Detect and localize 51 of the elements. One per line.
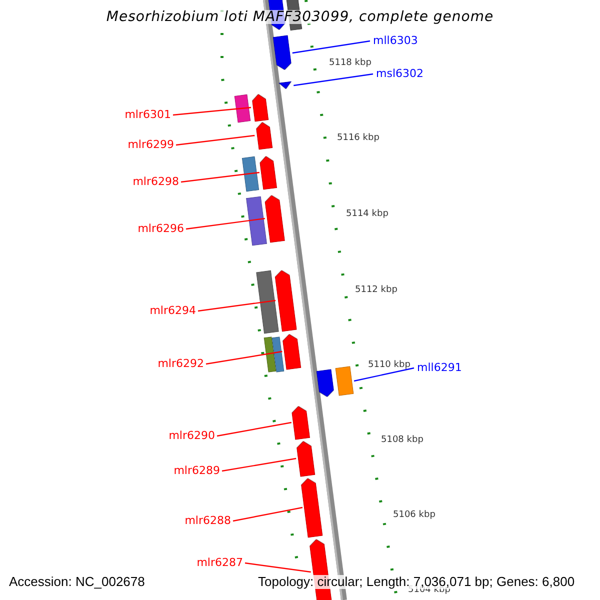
leader-line <box>198 300 276 312</box>
leader-line <box>180 172 260 183</box>
gene-label: msl6302 <box>376 67 424 81</box>
gene-bar <box>242 156 260 192</box>
gene-bar <box>254 121 272 150</box>
gene-label: mlr6289 <box>174 464 220 478</box>
gene-bar <box>278 81 292 90</box>
leader-line <box>294 73 374 86</box>
gene-bar <box>234 94 250 123</box>
gene-label: mlr6301 <box>124 108 171 122</box>
gene-bar <box>259 155 278 190</box>
scale-tick-label: 5106 kbp <box>393 509 436 522</box>
gene-label: mlr6290 <box>168 429 215 443</box>
gene-bar <box>335 366 354 396</box>
gene-bar <box>264 194 285 243</box>
gene-label: mll6291 <box>417 361 462 375</box>
gene-bar <box>251 93 269 122</box>
leader-line <box>354 367 414 382</box>
scale-tick-label: 5118 kbp <box>329 57 372 70</box>
gene-bar <box>296 440 316 477</box>
gene-bar <box>282 333 302 370</box>
gene-label: mlr6298 <box>132 175 179 189</box>
gene-label: mlr6287 <box>196 556 243 570</box>
gene-bar <box>272 336 284 372</box>
scale-tick-label: 5116 kbp <box>337 132 380 145</box>
gene-label: mlr6288 <box>184 514 231 528</box>
leader-line <box>172 106 252 116</box>
scale-tick-label: 5112 kbp <box>355 284 398 297</box>
leader-line <box>206 350 282 365</box>
gene-bar <box>246 196 268 246</box>
accession-text: Accession: NC_002678 <box>9 575 145 589</box>
leader-line <box>222 458 296 472</box>
scale-tick-label: 5114 kbp <box>346 208 388 221</box>
gene-label: mlr6292 <box>158 357 204 371</box>
gene-label: mll6303 <box>373 34 418 48</box>
scale-tick-label: 5108 kbp <box>381 434 424 447</box>
gene-label: mlr6296 <box>138 222 184 236</box>
leader-line <box>292 40 370 54</box>
gene-bar <box>300 477 324 538</box>
leader-line <box>176 134 255 146</box>
leader-line <box>216 422 292 437</box>
gene-label: mlr6294 <box>150 304 196 318</box>
scale-tick-label: 5110 kbp <box>368 359 410 372</box>
gene-label: mlr6299 <box>128 138 174 152</box>
gene-bar <box>291 405 310 440</box>
leader-line <box>232 506 303 522</box>
leader-line <box>186 218 265 230</box>
leader-line <box>244 562 311 573</box>
gene-bar <box>273 35 292 71</box>
gene-bar <box>256 270 279 334</box>
gene-bar <box>316 369 336 398</box>
